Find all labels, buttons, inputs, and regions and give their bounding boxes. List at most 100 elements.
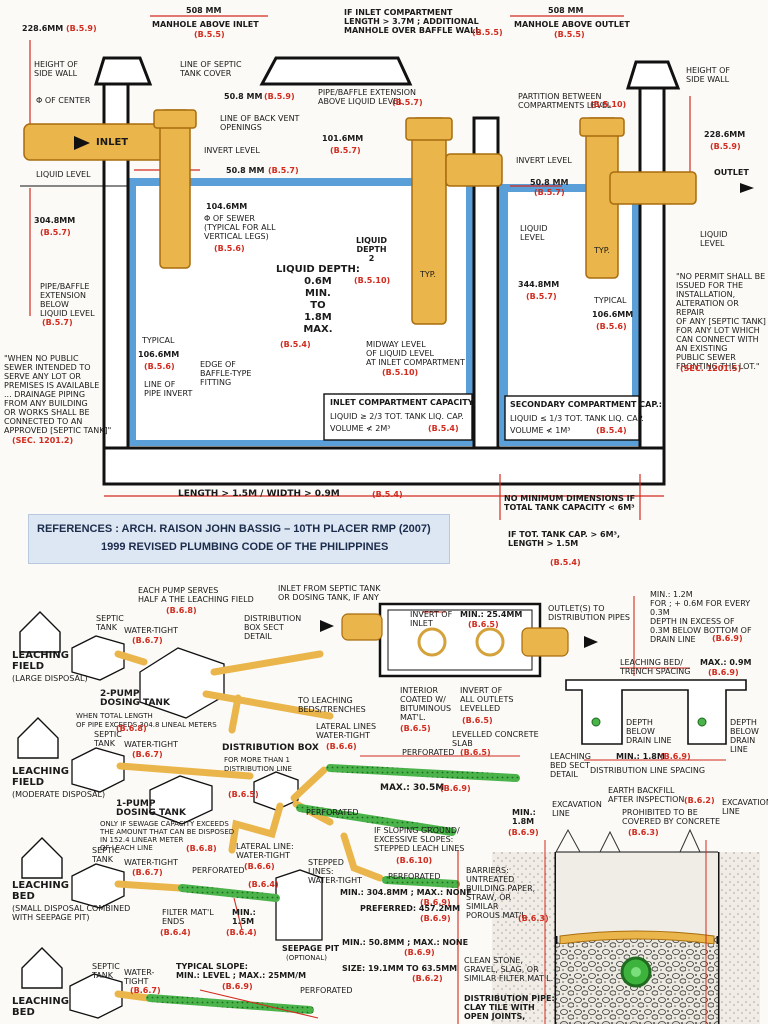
each-pump-note: EACH PUMP SERVES HALF A THE LEACHING FIE… — [138, 586, 254, 604]
perforated-label-4: PERFORATED — [388, 872, 441, 881]
trench-spacing-detail — [565, 679, 747, 745]
one-pump-label: 1-PUMP DOSING TANK — [116, 799, 186, 818]
ref-prohibited: (B.6.3) — [628, 828, 659, 837]
outlet-pipe — [609, 171, 697, 205]
ref-304-8-left: (B.5.7) — [40, 228, 71, 237]
min-304: MIN.: 304.8mm ; MAX.: NONE — [340, 888, 472, 897]
invert-level-label: INVERT LEVEL — [204, 146, 260, 155]
ref-lateral: (B.6.6) — [326, 742, 357, 751]
septic-tank-label-2: SEPTIC TANK — [94, 730, 122, 748]
ref-inlet-capacity: (B.5.4) — [428, 424, 459, 433]
inlet-capacity-title: INLET COMPARTMENT CAPACITY: — [330, 398, 477, 407]
ref-length-width: (B.5.4) — [372, 490, 403, 499]
sloping-label: IF SLOPING GROUND/ EXCESSIVE SLOPES: STE… — [374, 826, 465, 853]
center-left-label: Φ OF CENTER — [36, 96, 91, 105]
midway-label: MIDWAY LEVEL OF LIQUID LEVEL AT INLET CO… — [366, 340, 465, 367]
inlet-capacity-line1: LIQUID ≥ 2/3 TOT. TANK LIQ. CAP. — [330, 412, 464, 421]
leaching-field-2-sub: (MODERATE DISPOSAL) — [12, 790, 106, 799]
ref-liquid-depth-2: (B.5.10) — [354, 276, 391, 285]
interior-coated-label: INTERIOR COATED W/ BITUMINOUS MAT'L. — [400, 686, 452, 722]
max-0-9: MAX.: 0.9m — [700, 658, 752, 667]
ref-344-8: (B.5.7) — [526, 292, 557, 301]
min-1-2-note: MIN.: 1.2m FOR ; + 0.6m FOR EVERY 0.3m D… — [650, 590, 752, 644]
line-pipe-invert: LINE OF PIPE INVERT — [144, 380, 193, 398]
ref-midway: (B.5.10) — [382, 368, 419, 377]
ref-typical-slope: (B.6.9) — [222, 982, 253, 991]
ref-min-1-8-mid: (B.6.9) — [508, 828, 539, 837]
liquid-level-outlet: LIQUID LEVEL — [700, 230, 728, 248]
partition-label: PARTITION BETWEEN COMPARTMENTS LEVEL — [518, 92, 612, 110]
levelled-slab-label: LEVELLED CONCRETE SLAB — [452, 730, 539, 748]
typical-slope-label: TYPICAL SLOPE: MIN.: LEVEL ; MAX.: 25mm/… — [176, 962, 307, 980]
dim-104-6: 104.6mm — [206, 202, 248, 211]
septic-tank-label-4: SEPTIC TANK — [92, 962, 120, 980]
dim-106-6-right: 106.6mm — [592, 310, 634, 319]
references-box: REFERENCES : ARCH. RAISON JOHN BASSIG – … — [28, 514, 450, 564]
depth-below-right: DEPTH BELOW DRAIN LINE — [730, 718, 759, 754]
leaching-sect-label: LEACHING BED SECT DETAIL — [550, 752, 591, 779]
ref-earth: (B.6.2) — [684, 796, 715, 805]
ref-pipe-extension-top: (B.5.7) — [392, 98, 423, 107]
typical-left: TYPICAL — [142, 336, 175, 345]
ref-when-no-public: (SEC. 1201.2) — [12, 436, 74, 445]
ref-b-6-5: (B.6.5) — [228, 790, 259, 799]
ref-228-left: (B.5.9) — [66, 24, 97, 33]
inlet-vertical-leg — [159, 109, 191, 269]
tank-floor — [102, 446, 666, 486]
ref-manhole-inlet: (B.5.5) — [194, 30, 225, 39]
ref-barriers: (B.6.3) — [518, 914, 549, 923]
ref-filter: (B.6.4) — [160, 928, 191, 937]
septic-tank-box-4 — [69, 973, 123, 1019]
distribution-pipe-label: DISTRIBUTION PIPE: CLAY TILE WITH OPEN J… — [464, 994, 555, 1021]
inlet-capacity-box — [323, 393, 473, 441]
ref-preferred: (B.6.9) — [420, 914, 451, 923]
dim-50-8-top: 50.8 mm — [224, 92, 263, 101]
dosing-tank-1 — [149, 775, 213, 825]
septic-cover-label: LINE OF SEPTIC TANK COVER — [180, 60, 242, 78]
no-permit-note: "NO PERMIT SHALL BE ISSUED FOR THE INSTA… — [676, 272, 766, 371]
ref-min-304: (B.6.9) — [420, 898, 451, 907]
dim-508-right: 508 mm — [548, 6, 584, 15]
excavation-left: EXCAVATION LINE — [552, 800, 602, 818]
water-tight-label-4: WATER- TIGHT — [124, 968, 155, 986]
ref-50-8-top: (B.5.9) — [264, 92, 295, 101]
secondary-capacity-line2: VOLUME ≮ 1m³ — [510, 426, 571, 435]
invert-level-right: INVERT LEVEL — [516, 156, 572, 165]
ref-secondary-capacity: (B.5.4) — [596, 426, 627, 435]
one-pump-note: ONLY IF SEWAGE CAPACITY EXCEEDS THE AMOU… — [100, 820, 235, 852]
ref-inlet-compartment: (B.5.5) — [472, 28, 503, 37]
distribution-box-label: DISTRIBUTION BOX — [222, 743, 319, 753]
ref-each-pump: (B.6.8) — [166, 606, 197, 615]
house-icon — [17, 611, 63, 989]
seepage-pit — [275, 869, 323, 941]
back-vent-label: LINE OF BACK VENT OPENINGS — [220, 114, 300, 132]
leaching-spacing-label: LEACHING BED/ TRENCH SPACING — [620, 658, 691, 676]
ref-min-1-8: (B.6.9) — [660, 752, 691, 761]
leaching-field-1: LEACHING FIELD — [12, 650, 69, 672]
two-pump-note: WHEN TOTAL LENGTH OF PIPE EXCEEDS 304.8 … — [76, 712, 217, 729]
inlet-tee-cap — [153, 109, 197, 129]
secondary-capacity-title: SECONDARY COMPARTMENT CAP.: — [510, 400, 662, 409]
ref-slab: (B.6.5) — [460, 748, 491, 757]
ref-b-6-4: (B.6.4) — [248, 880, 279, 889]
inlet-arrow-icon — [74, 136, 90, 150]
leaching-bed-1-sub: (SMALL DISPOSAL COMBINED WITH SEEPAGE PI… — [12, 904, 131, 922]
dim-106-6-left: 106.6mm — [138, 350, 180, 359]
two-pump-label: 2-PUMP DOSING TANK — [100, 689, 170, 708]
barriers-label: BARRIERS: UNTREATED BUILDING PAPER, STRA… — [466, 866, 536, 920]
ref-wt-1: (B.6.7) — [132, 636, 163, 645]
ref-50-8-mid: (B.5.7) — [268, 166, 299, 175]
min-50-8: MIN.: 50.8mm ; MAX.: NONE — [342, 938, 469, 947]
seepage-pit-sub: (OPTIONAL) — [286, 954, 327, 962]
leaching-bed-1: LEACHING BED — [12, 880, 69, 902]
ref-pipe-baffle-ext-below: (B.5.7) — [42, 318, 73, 327]
ref-one-pump: (B.6.8) — [186, 844, 217, 853]
length-width-label: LENGTH > 1.5m / WIDTH > 0.9m — [178, 489, 340, 499]
depth-below-label: DEPTH BELOW DRAIN LINE — [626, 718, 672, 745]
height-side-wall-right: HEIGHT OF SIDE WALL — [686, 66, 730, 84]
ref-106-6-left: (B.5.6) — [144, 362, 175, 371]
center-sewer-label: Φ OF SEWER (TYPICAL FOR ALL VERTICAL LEG… — [204, 214, 276, 241]
septic-tank-box-2 — [71, 747, 125, 793]
outlets-label: OUTLET(S) TO DISTRIBUTION PIPES — [548, 604, 630, 622]
dim-101-6: 101.6mm — [322, 134, 364, 143]
